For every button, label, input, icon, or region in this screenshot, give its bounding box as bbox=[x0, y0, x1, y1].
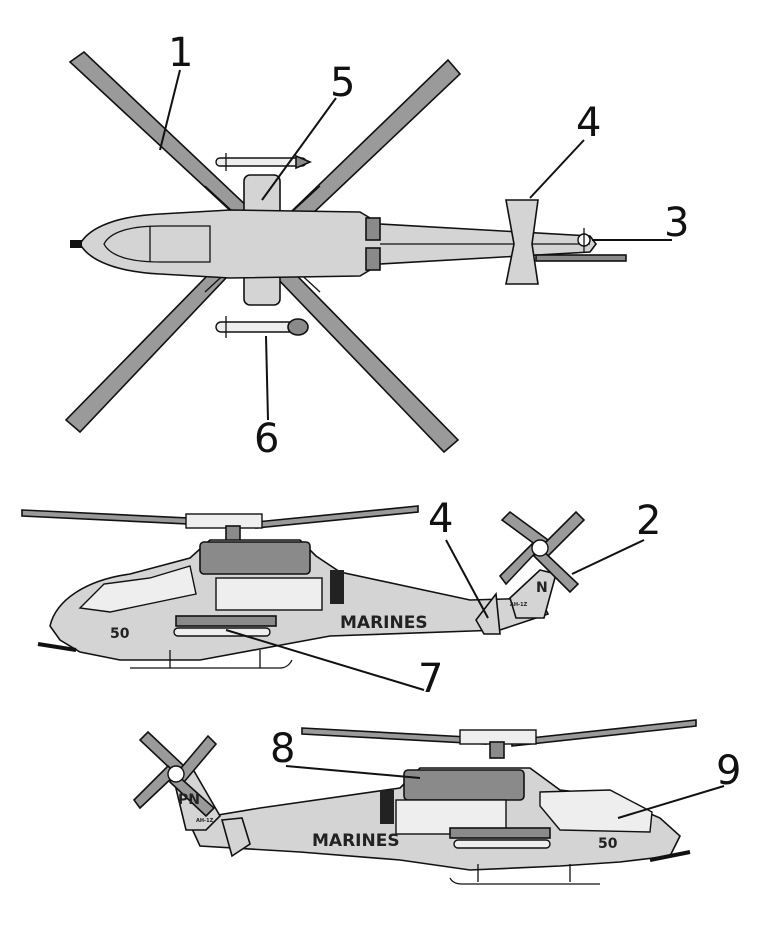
right-marking-type-code: AH-1Z bbox=[196, 818, 214, 824]
left-marking-modex: 50 bbox=[110, 626, 130, 642]
callout-7: 7 bbox=[418, 656, 443, 702]
right-engine-cowling bbox=[403, 769, 525, 801]
top-lower-rocket-pod bbox=[215, 316, 309, 338]
top-upper-missile bbox=[215, 153, 313, 171]
right-main-rotor bbox=[301, 719, 697, 759]
callout-8: 8 bbox=[270, 726, 295, 772]
callout-4-top: 4 bbox=[576, 100, 601, 146]
left-stub-wing bbox=[175, 615, 277, 627]
right-tail-rotor bbox=[132, 730, 218, 818]
left-horizontal-stabilizer bbox=[475, 591, 501, 635]
top-tail-rotor-blade bbox=[535, 254, 627, 262]
left-tail-fin bbox=[509, 569, 557, 619]
right-stub-wing bbox=[449, 827, 551, 839]
left-engine-cowling bbox=[199, 541, 311, 575]
right-marking-tail-code: PN bbox=[178, 792, 200, 808]
right-canopy bbox=[539, 789, 653, 833]
right-marking-branch: MARINES bbox=[312, 831, 400, 851]
top-fuselage bbox=[79, 209, 597, 279]
callout-1: 1 bbox=[168, 30, 193, 76]
left-marking-tail-code: N bbox=[536, 580, 548, 596]
callout-5: 5 bbox=[330, 60, 355, 106]
callout-4-side: 4 bbox=[428, 496, 453, 542]
right-missile bbox=[453, 839, 551, 849]
right-horizontal-stabilizer bbox=[220, 817, 251, 858]
callout-2: 2 bbox=[636, 498, 661, 544]
left-marking-type-code: AH-1Z bbox=[510, 602, 528, 608]
left-missile bbox=[173, 627, 271, 637]
top-view bbox=[64, 50, 627, 454]
right-marking-modex: 50 bbox=[598, 836, 618, 852]
left-side-view: MARINES 50 N AH-1Z bbox=[21, 505, 586, 669]
callout-9: 9 bbox=[716, 748, 741, 794]
callout-3: 3 bbox=[664, 200, 689, 246]
top-horizontal-stabilizer bbox=[505, 199, 539, 285]
left-skids bbox=[130, 650, 293, 669]
callout-6: 6 bbox=[254, 416, 279, 462]
left-marking-branch: MARINES bbox=[340, 613, 428, 633]
top-engine-left bbox=[365, 217, 381, 241]
left-canopy bbox=[78, 565, 197, 613]
left-main-rotor bbox=[21, 505, 419, 543]
left-tail-rotor bbox=[498, 510, 586, 594]
top-engine-right bbox=[365, 247, 381, 271]
right-skids bbox=[449, 864, 600, 885]
right-side-view: MARINES 50 PN AH-1Z bbox=[132, 719, 697, 885]
